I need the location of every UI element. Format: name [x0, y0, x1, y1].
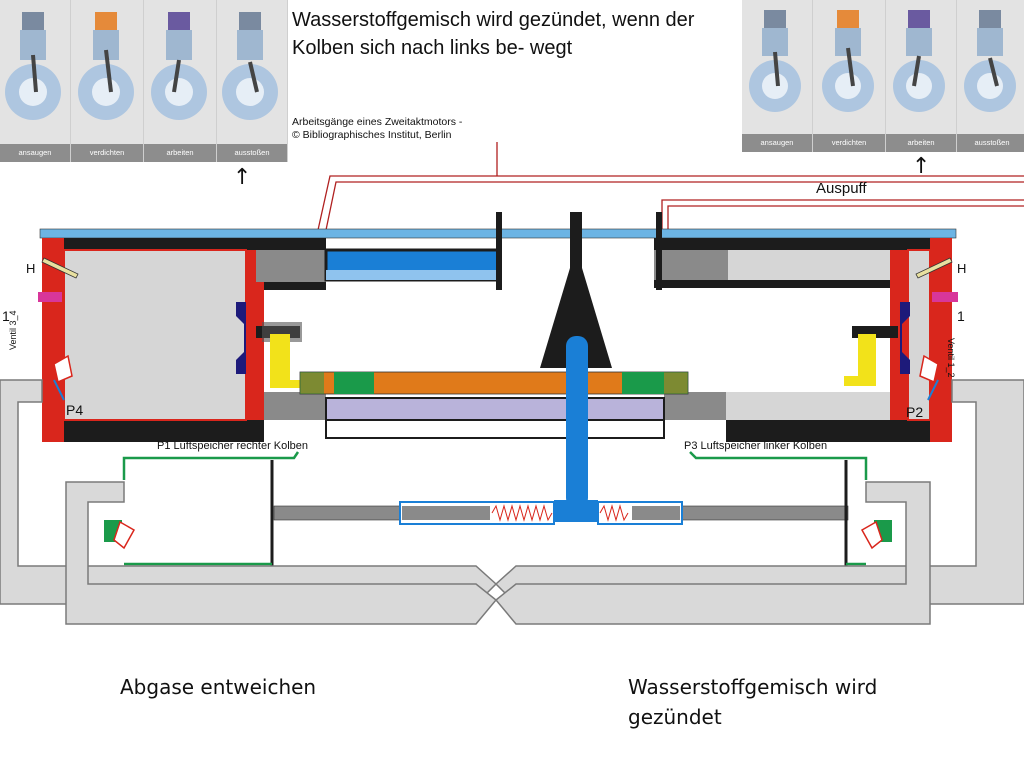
- caption-source-line-2: © Bibliographisches Institut, Berlin: [292, 129, 452, 141]
- exhaust-pipe-left: [317, 142, 1024, 231]
- bottom-text-left: Abgase entweichen: [120, 675, 317, 699]
- engine-illustration: [151, 12, 207, 120]
- exhaust-pipe-right: [661, 199, 1024, 232]
- label-auspuff: Auspuff: [816, 180, 867, 197]
- caption-title: Wasserstoffgemisch wird gezündet, wenn d…: [292, 9, 695, 59]
- ventil-3-4: [53, 354, 73, 401]
- air-pipe-network: [0, 379, 1024, 625]
- engine-step-label: verdichten: [813, 134, 885, 152]
- label-p2: P2: [906, 404, 924, 420]
- engine-step-label: verdichten: [71, 144, 143, 162]
- label-one-left: 1: [2, 308, 10, 324]
- engine-step-verdichten: verdichten: [813, 0, 886, 152]
- engine-step-label: ausstoßen: [957, 134, 1024, 152]
- spring-left: [491, 504, 553, 522]
- check-valve-left: [104, 520, 136, 550]
- valve-yellow-left: [270, 334, 300, 388]
- air-storage-p1: [122, 451, 300, 480]
- seal-left: [334, 372, 374, 394]
- caption-source: Arbeitsgänge eines Zweitaktmotors - © Bi…: [292, 116, 552, 142]
- engine-step-ausstossen: ausstoßen: [957, 0, 1024, 152]
- caption-source-line-1: Arbeitsgänge eines Zweitaktmotors -: [292, 116, 463, 128]
- bottom-text-right-line-1: Wasserstoffgemisch wird: [628, 675, 878, 699]
- label-ventil-1-2: Ventil 1_2: [946, 338, 956, 378]
- vertical-piston-foot: [554, 500, 598, 522]
- engine-step-label: arbeiten: [886, 134, 956, 152]
- engine-step-label: ansaugen: [0, 144, 70, 162]
- engine-step-label: ansaugen: [742, 134, 812, 152]
- check-valve-right: [860, 520, 892, 550]
- engine-step-label: ausstoßen: [217, 144, 287, 162]
- inlet-valve-right: [900, 302, 910, 374]
- up-arrow-right: ↑: [912, 154, 931, 179]
- engine-illustration: [964, 10, 1016, 112]
- engine-step-arbeiten: arbeiten: [144, 0, 217, 162]
- engine-step-label: arbeiten: [144, 144, 216, 162]
- spark-plug-left: [41, 257, 79, 279]
- label-h-right: H: [957, 261, 967, 276]
- engine-illustration: [5, 12, 61, 120]
- engine-step-arbeiten: arbeiten: [886, 0, 957, 152]
- engine-illustration: [822, 10, 874, 112]
- up-arrow-left: ↑: [233, 165, 252, 190]
- label-p4: P4: [66, 402, 84, 418]
- lower-rod-left: [273, 505, 403, 521]
- spring-right: [599, 504, 629, 522]
- air-storage-p3: [689, 451, 868, 480]
- ventil-1-2: [919, 354, 939, 401]
- bottom-text-right-line-2: gezündet: [628, 705, 722, 729]
- cylinder-left: [38, 238, 326, 442]
- engine-illustration: [222, 12, 278, 120]
- label-p1: P1 Luftspeicher rechter Kolben: [157, 440, 309, 452]
- engine-step-verdichten: verdichten: [71, 0, 144, 162]
- label-p3: P3 Luftspeicher linker Kolben: [684, 440, 828, 452]
- label-one-right: 1: [957, 308, 965, 324]
- engine-illustration: [893, 10, 945, 112]
- engine-step-ansaugen: ansaugen: [742, 0, 813, 152]
- inlet-valve-left: [236, 302, 246, 374]
- engine-strip-left: ansaugen verdichten arbeiten ausstoßen: [0, 0, 288, 162]
- engine-illustration: [78, 12, 134, 120]
- valve-yellow-right: [844, 334, 876, 386]
- seal-right: [622, 372, 664, 394]
- lower-chamber: [325, 397, 665, 421]
- center-post: [570, 212, 582, 272]
- center-pivot: [540, 268, 612, 368]
- label-h-left: H: [26, 261, 36, 276]
- engine-illustration: [749, 10, 801, 112]
- bottom-text-right: Wasserstoffgemisch wird gezündet: [628, 672, 877, 732]
- engine-step-ausstossen: ausstoßen: [217, 0, 288, 162]
- engine-diagram: [0, 142, 1024, 625]
- engine-step-ansaugen: ansaugen: [0, 0, 71, 162]
- label-ventil-3-4: Ventil 3_4: [8, 310, 18, 350]
- vertical-piston-rod: [566, 336, 588, 508]
- spark-plug-right: [915, 257, 953, 279]
- engine-strip-right: ansaugen verdichten arbeiten ausstoßen: [742, 0, 1024, 152]
